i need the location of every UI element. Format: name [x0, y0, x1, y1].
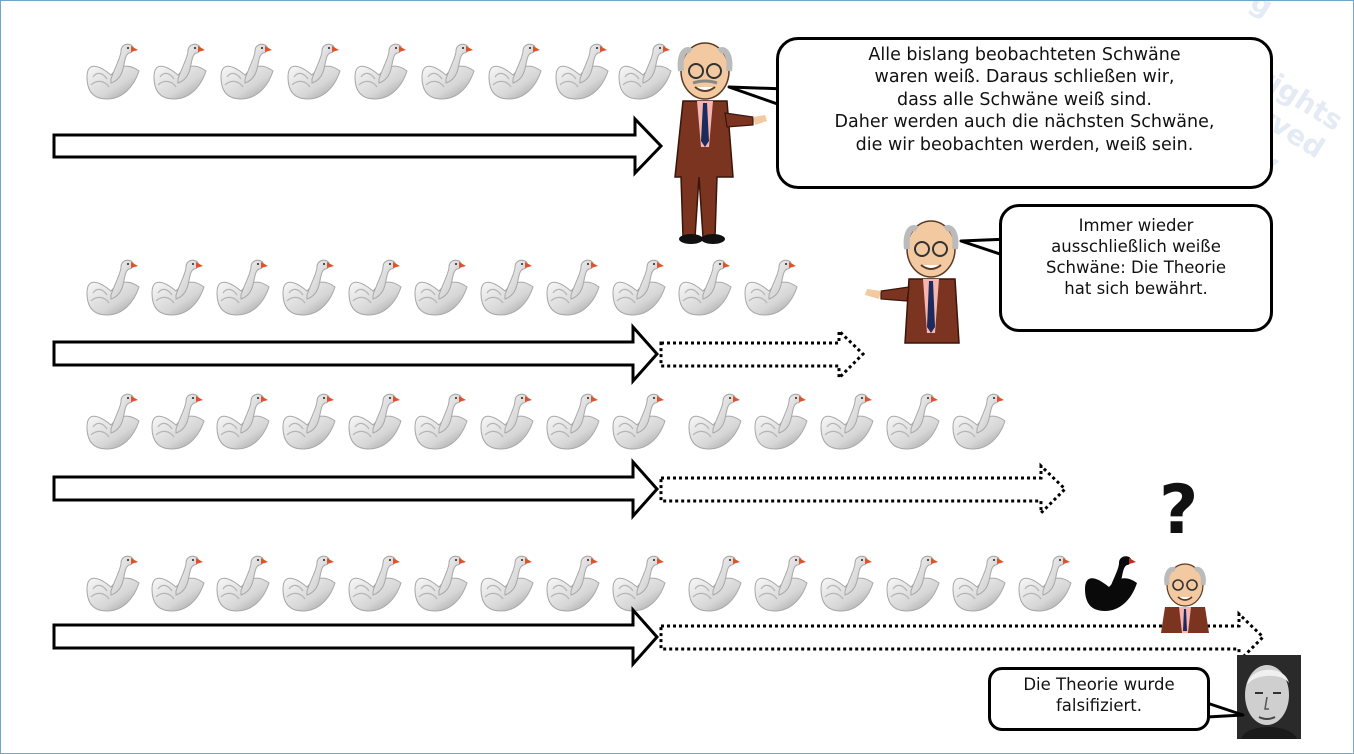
white-swan-icon: [86, 259, 140, 316]
white-swan-icon: [86, 555, 140, 612]
white-swan-icon: [216, 259, 270, 316]
white-swan-icon: [153, 43, 207, 100]
speech-tail: [1206, 701, 1245, 719]
white-swan-icon: [555, 43, 609, 100]
white-swan-icon: [421, 43, 475, 100]
white-swan-icon: [86, 393, 140, 450]
row-2: [52, 259, 866, 385]
white-swan-icon: [612, 259, 666, 316]
bubble-text-line: die wir beobachten werden, weiß sein.: [855, 134, 1194, 155]
row-2-swans: [86, 259, 798, 316]
white-swan-icon: [886, 555, 940, 612]
bubble-text-line: ausschließlich weiße: [1051, 237, 1221, 257]
speech-tail: [727, 85, 787, 109]
prediction-arrow-dotted: [659, 327, 866, 382]
observation-arrow: [52, 606, 660, 668]
white-swan-icon: [678, 259, 732, 316]
row-1-swans: [86, 43, 672, 100]
bubble-text-line: falsifiziert.: [1056, 696, 1142, 716]
bubble-text-line: hat sich bewährt.: [1064, 279, 1208, 299]
speech-tail: [959, 237, 1010, 259]
white-swan-icon: [287, 43, 341, 100]
white-swan-icon: [688, 555, 742, 612]
white-swan-icon: [688, 393, 742, 450]
black-swan-icon: [1085, 556, 1137, 611]
bubble-text-line: Immer wieder: [1078, 216, 1194, 235]
white-swan-icon: [354, 43, 408, 100]
bubble-text-line: Daher werden auch die nächsten Schwäne,: [834, 112, 1215, 133]
row-4-swans: [86, 555, 1137, 612]
white-swan-icon: [86, 43, 140, 100]
bubble-text-line: Schwäne: Die Theorie: [1045, 258, 1226, 278]
question-mark: ?: [1159, 471, 1199, 550]
observation-arrow: [52, 115, 664, 177]
white-swan-icon: [754, 393, 808, 450]
row-4: [52, 555, 1266, 668]
bubble-text-line: Alle bislang beobachteten Schwäne: [868, 45, 1181, 65]
white-swan-icon: [546, 259, 600, 316]
white-swan-icon: [480, 555, 534, 612]
white-swan-icon: [414, 393, 468, 450]
white-swan-icon: [952, 555, 1006, 612]
white-swan-icon: [414, 555, 468, 612]
white-swan-icon: [151, 555, 205, 612]
white-swan-icon: [612, 393, 666, 450]
white-swan-icon: [220, 43, 274, 100]
prediction-arrow-dotted: [659, 462, 1068, 517]
bubble-text-line: dass alle Schwäne weiß sind.: [897, 89, 1152, 110]
bubble-text-line: Die Theorie wurde: [1023, 675, 1175, 694]
white-swan-icon: [952, 393, 1006, 450]
white-swan-icon: [151, 393, 205, 450]
white-swan-icon: [754, 555, 808, 612]
white-swan-icon: [546, 555, 600, 612]
white-swan-icon: [282, 259, 336, 316]
white-swan-icon: [612, 555, 666, 612]
white-swan-icon: [1018, 555, 1072, 612]
white-swan-icon: [414, 259, 468, 316]
speech-bubble-confirmation: Immer wieder ausschließlich weiße Schwän…: [999, 204, 1273, 332]
white-swan-icon: [216, 555, 270, 612]
white-swan-icon: [488, 43, 542, 100]
white-swan-icon: [546, 393, 600, 450]
row-3-swans: [86, 393, 1006, 450]
white-swan-icon: [151, 259, 205, 316]
observation-arrow: [52, 458, 660, 520]
professor-figure: [674, 42, 767, 244]
row-3: [52, 393, 1068, 520]
white-swan-icon: [282, 555, 336, 612]
white-swan-icon: [618, 43, 672, 100]
white-swan-icon: [820, 555, 874, 612]
white-swan-icon: [348, 393, 402, 450]
white-swan-icon: [744, 259, 798, 316]
bubble-text-line: waren weiß. Daraus schließen wir,: [874, 67, 1175, 88]
observation-arrow: [52, 323, 660, 385]
white-swan-icon: [348, 555, 402, 612]
white-swan-icon: [348, 259, 402, 316]
philosopher-portrait: [1237, 655, 1301, 739]
white-swan-icon: [480, 393, 534, 450]
professor-figure: [865, 220, 960, 344]
speech-bubble-falsification: Die Theorie wurde falsifiziert.: [988, 667, 1210, 731]
white-swan-icon: [480, 259, 534, 316]
speech-bubble-induction: Alle bislang beobachteten Schwäne waren …: [776, 37, 1273, 189]
white-swan-icon: [282, 393, 336, 450]
row-1: [52, 43, 672, 177]
white-swan-icon: [820, 393, 874, 450]
white-swan-icon: [216, 393, 270, 450]
professor-figure: [1161, 563, 1209, 633]
white-swan-icon: [886, 393, 940, 450]
